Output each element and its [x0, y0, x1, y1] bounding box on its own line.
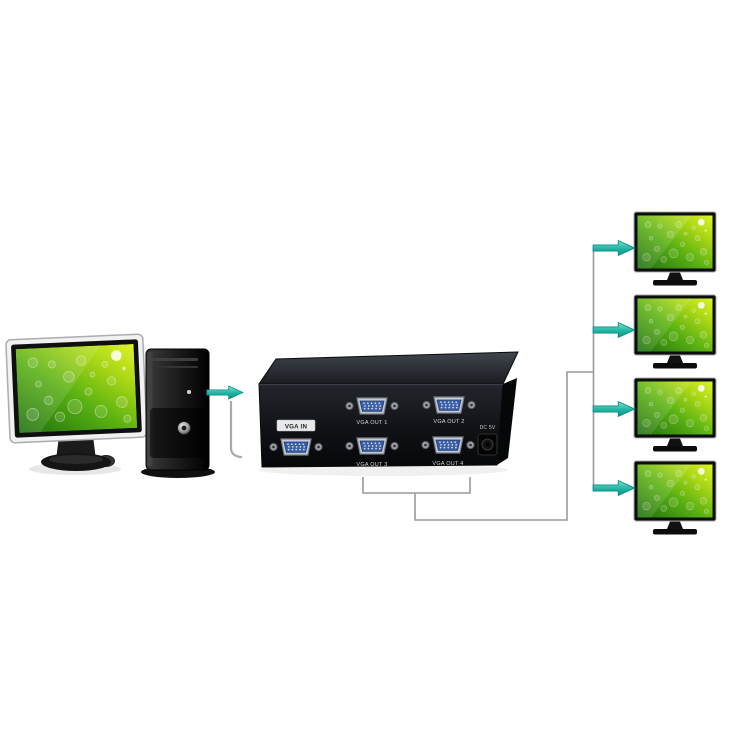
vga-out-2-label: VGA OUT 2 — [433, 419, 464, 425]
tower-edge-highlight — [147, 352, 153, 466]
monitor-stand-base-sheen — [49, 455, 103, 464]
vga-in-sticker — [276, 419, 316, 432]
pc-to-splitter-cable-line — [229, 400, 243, 459]
vga-splitter-box: VGA OUT 1 VGA OUT 2 VGA OUT 3 VGA OUT 4 … — [258, 351, 519, 476]
drive-bay-slot — [152, 366, 198, 368]
tower-front-panel — [150, 408, 205, 458]
power-button-center — [181, 425, 187, 431]
dc-jack-hole — [485, 442, 490, 447]
splitter-output-bracket-line — [362, 477, 471, 494]
drive-bay-slot — [152, 358, 198, 361]
vga-out-4-label: VGA OUT 4 — [432, 461, 463, 467]
source-monitor-screen — [15, 343, 138, 434]
source-monitor — [5, 333, 148, 444]
splitter-to-displays-line — [414, 371, 594, 521]
source-computer — [5, 333, 148, 475]
signal-routing-lines — [362, 248, 595, 521]
vga-in-label: VGA IN — [285, 424, 308, 431]
vga-out-3-label: VGA OUT 3 — [356, 462, 387, 468]
vga-out-1-label: VGA OUT 1 — [356, 420, 387, 426]
tower-led-icon — [187, 390, 191, 394]
dc-power-label: DC 5V — [480, 425, 496, 431]
pc-tower — [141, 348, 215, 478]
